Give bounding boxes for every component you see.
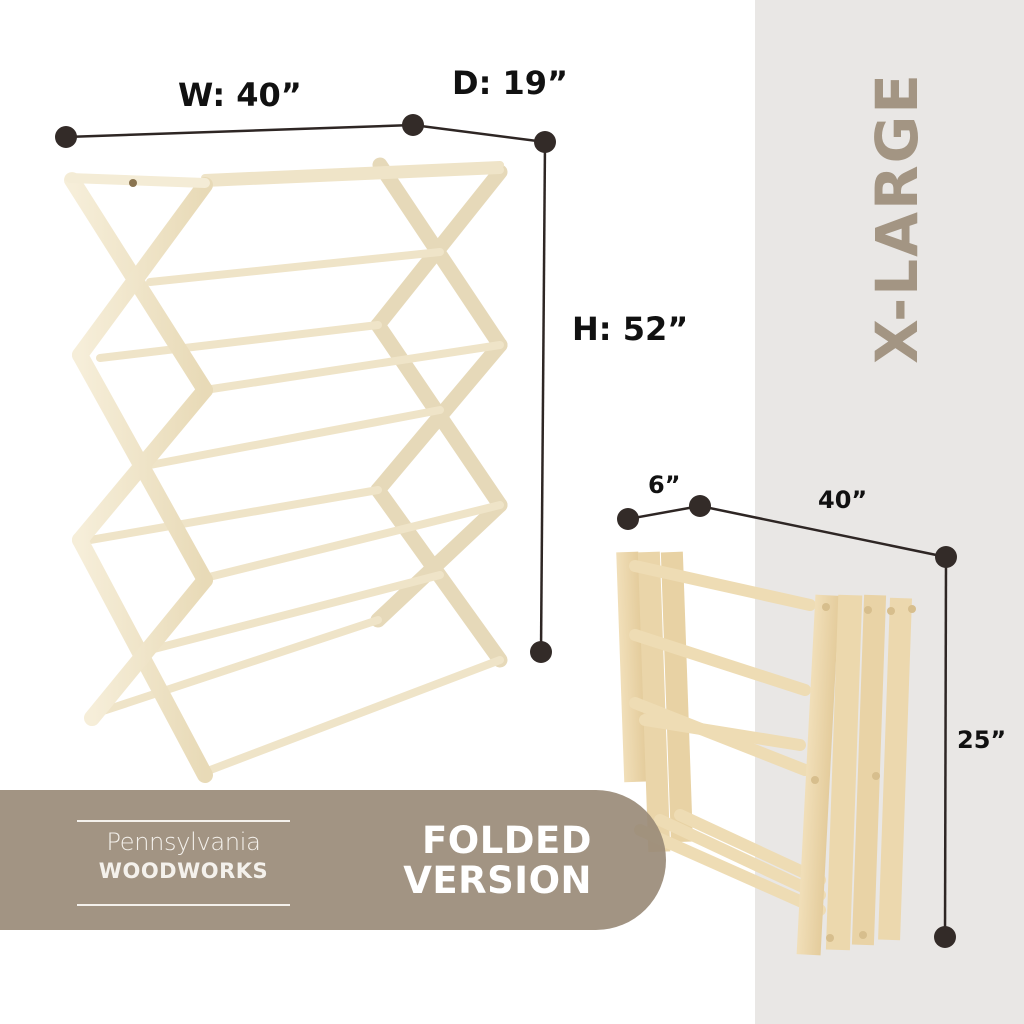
folded-width-label: 40” <box>818 486 868 514</box>
brand-logo: Pennsylvania WOODWORKS <box>77 820 290 906</box>
open-width-label: W: 40” <box>178 76 302 114</box>
folded-depth-label: 6” <box>648 471 681 499</box>
banner-title-line2: VERSION <box>403 859 592 902</box>
logo-rule-bottom <box>77 904 290 906</box>
brand-name-line2: WOODWORKS <box>98 859 269 883</box>
banner-title-line1: FOLDED <box>421 819 592 862</box>
logo-rule-top <box>77 820 290 822</box>
open-drying-rack <box>64 157 508 783</box>
folded-version-title: FOLDED VERSION <box>403 821 592 901</box>
open-depth-label: D: 19” <box>452 64 569 102</box>
brand-name-line1: Pennsylvania <box>106 828 261 856</box>
folded-drying-rack <box>616 551 916 956</box>
folded-height-label: 25” <box>957 726 1007 754</box>
folded-version-banner: Pennsylvania WOODWORKS FOLDED VERSION <box>0 790 666 930</box>
dimension-lines <box>55 114 957 948</box>
open-height-label: H: 52” <box>572 310 689 348</box>
